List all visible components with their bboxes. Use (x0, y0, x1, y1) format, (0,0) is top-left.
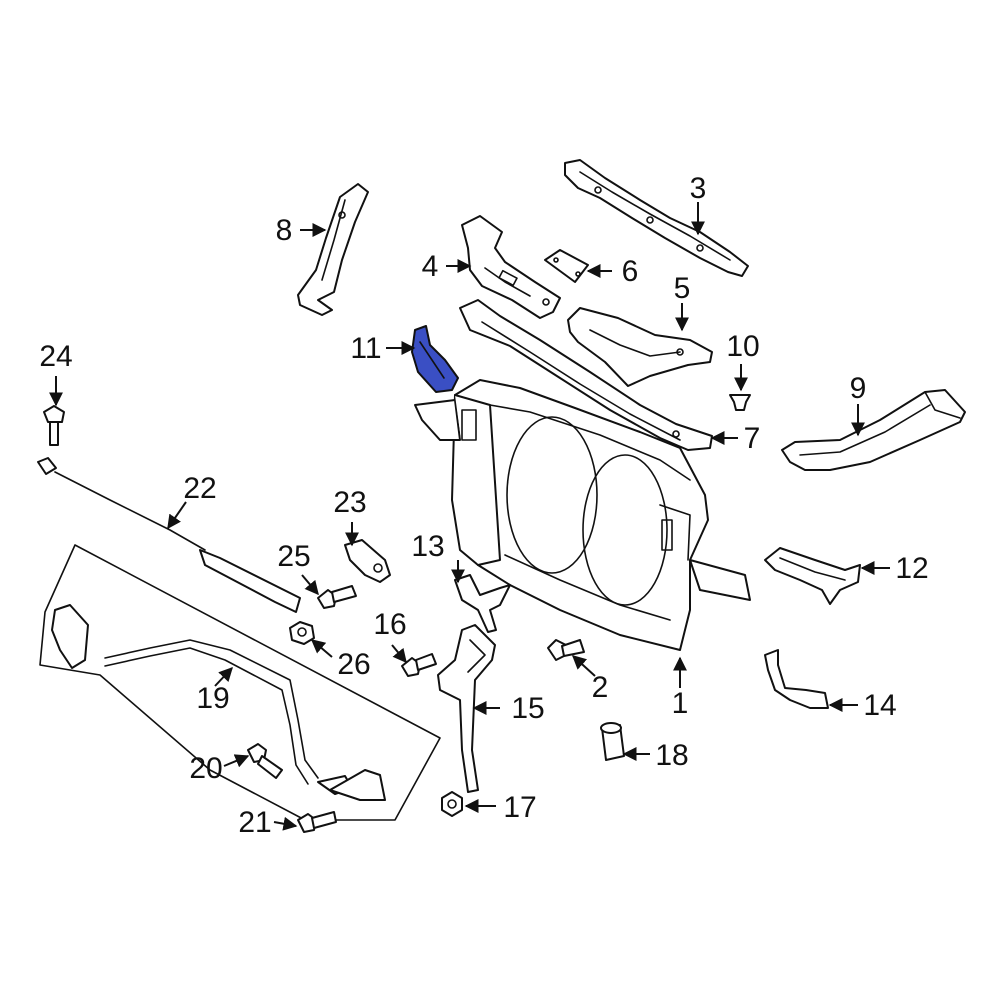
part-4-bracket[interactable] (461, 215, 561, 319)
part-15-stay[interactable] (437, 624, 496, 793)
callout-22: 22 (183, 472, 216, 505)
callout-19: 19 (196, 682, 229, 715)
callout-10: 10 (726, 330, 759, 363)
callout-7: 7 (744, 422, 761, 455)
part-14-bracket[interactable] (764, 649, 829, 709)
callout-4: 4 (422, 250, 439, 283)
part-8-side-stay[interactable] (297, 183, 369, 316)
callout-21: 21 (238, 806, 271, 839)
callout-23: 23 (333, 486, 366, 519)
part-24-bolt[interactable] (43, 405, 65, 446)
part-10-clip[interactable] (729, 394, 751, 411)
part-18-spacer[interactable] (600, 722, 625, 761)
callout-16: 16 (373, 608, 406, 641)
part-3-upper-rail[interactable] (564, 159, 749, 277)
part-25-bolt[interactable] (317, 585, 357, 609)
part-6-plate[interactable] (544, 249, 589, 283)
part-9-side-member[interactable] (781, 389, 966, 471)
part-19-panel[interactable] (39, 544, 441, 821)
part-13-bracket[interactable] (454, 574, 511, 633)
callout-24: 24 (39, 340, 72, 373)
part-26-grommet[interactable] (289, 621, 315, 645)
part-11-bracket-highlighted[interactable] (411, 325, 459, 393)
callout-9: 9 (850, 372, 867, 405)
callout-3: 3 (690, 172, 707, 205)
callout-13: 13 (411, 530, 444, 563)
callout-8: 8 (276, 214, 293, 247)
callout-12: 12 (895, 552, 928, 585)
part-20-bolt[interactable] (247, 743, 283, 779)
leader-lines (49, 202, 890, 831)
part-12-bracket[interactable] (764, 547, 861, 605)
callout-26: 26 (337, 648, 370, 681)
callout-1: 1 (672, 687, 689, 720)
part-17-nut[interactable] (441, 791, 463, 817)
part-2-bolt[interactable] (547, 639, 585, 661)
callout-15: 15 (511, 692, 544, 725)
callout-2: 2 (592, 671, 609, 704)
part-16-bolt[interactable] (401, 653, 437, 677)
callout-labels: 1 2 3 4 5 6 7 8 9 10 11 12 13 14 15 16 1… (39, 172, 928, 839)
callout-6: 6 (622, 255, 639, 288)
part-21-bolt[interactable] (297, 811, 337, 833)
callout-20: 20 (189, 752, 222, 785)
callout-14: 14 (863, 689, 896, 722)
callout-25: 25 (277, 540, 310, 573)
callout-18: 18 (655, 739, 688, 772)
part-11-body[interactable] (411, 325, 459, 393)
part-23-latch[interactable] (344, 539, 391, 583)
part-22-cable[interactable] (37, 457, 301, 613)
part-5-bracket[interactable] (567, 307, 713, 387)
callout-11: 11 (350, 332, 381, 365)
callout-17: 17 (503, 791, 536, 824)
callout-5: 5 (674, 272, 691, 305)
part-1-radiator-core-support[interactable] (414, 379, 751, 651)
